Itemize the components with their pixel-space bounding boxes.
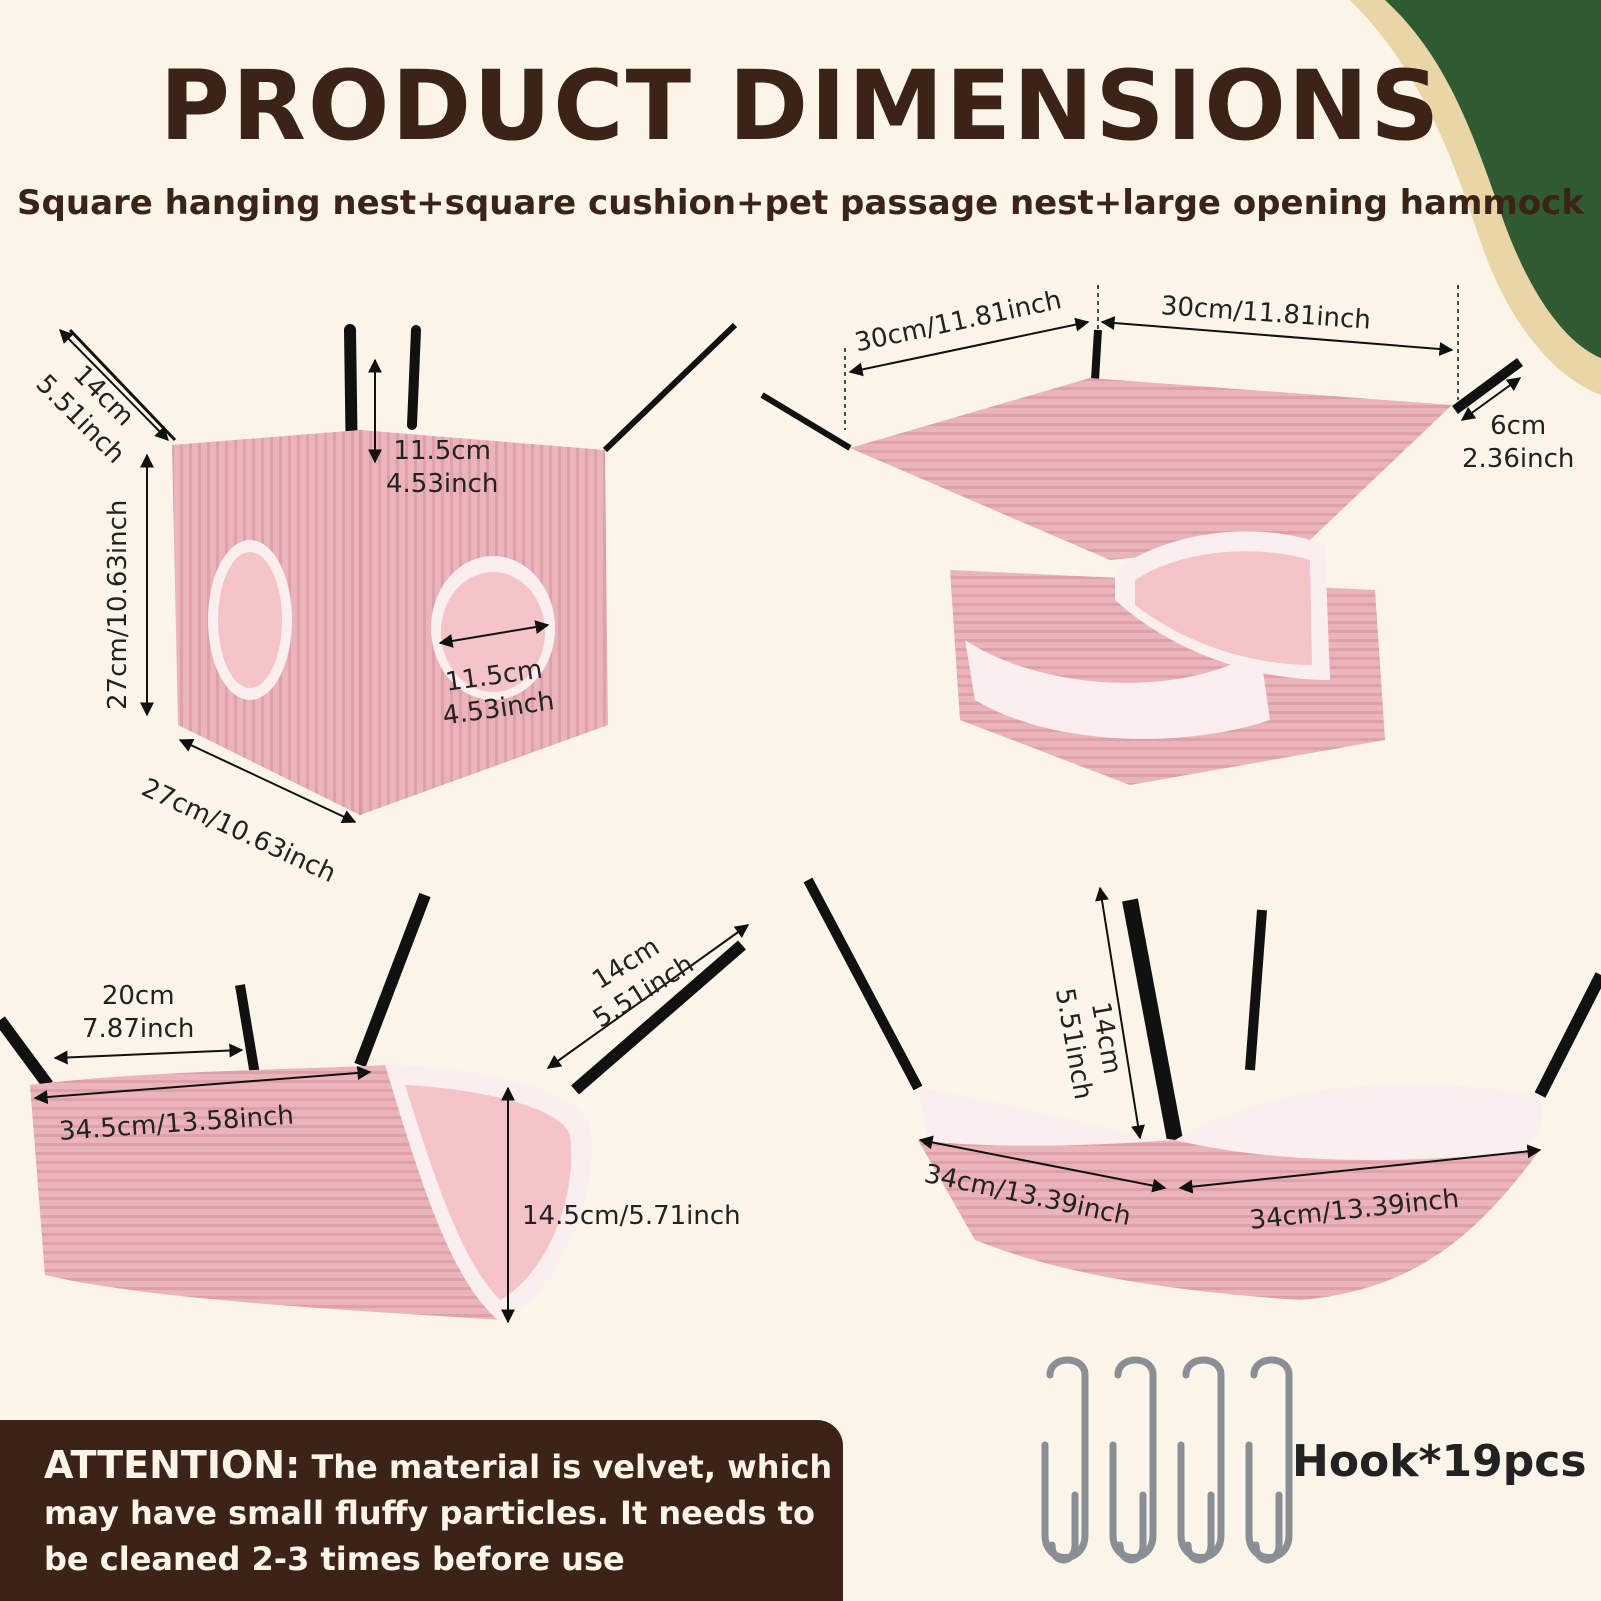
square-nest-illustration	[59, 322, 738, 823]
square-cushion-illustration	[760, 285, 1523, 785]
cushion-strap-label: 6cm 2.36inch	[1462, 411, 1575, 474]
passage-nest-illustration	[0, 892, 750, 1324]
snap-hook-icon	[1041, 1356, 1293, 1564]
square-nest-height-label: 27cm/10.63inch	[103, 499, 133, 710]
passage-diameter-label: 14.5cm/5.71inch	[522, 1201, 741, 1231]
square-nest-strap-label: 11.5cm 4.53inch	[386, 436, 499, 499]
hammock-illustration	[803, 877, 1601, 1300]
page-subtitle: Square hanging nest+square cushion+pet p…	[17, 183, 1584, 223]
attention-label: ATTENTION:	[44, 1443, 301, 1487]
corner-decoration	[1350, 0, 1601, 395]
attention-panel	[0, 1420, 843, 1601]
attention-text: ATTENTION: The material is velvet, which…	[44, 1442, 834, 1582]
hook-count-label: Hook*19pcs	[1292, 1436, 1587, 1487]
page-title: PRODUCT DIMENSIONS	[159, 50, 1442, 162]
passage-opening-label: 20cm 7.87inch	[82, 981, 195, 1044]
attention-body: The material is velvet, which may have s…	[44, 1448, 833, 1578]
